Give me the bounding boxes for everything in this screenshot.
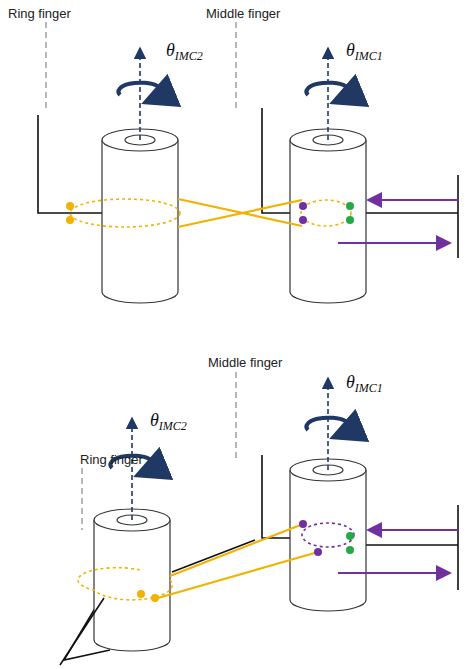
angle-label: θIMC1 — [346, 40, 383, 64]
finger-label: Ring finger — [8, 6, 71, 21]
finger-label: Middle finger — [206, 6, 280, 21]
finger-label: Middle finger — [208, 355, 282, 370]
finger-label: Ring finger — [80, 452, 143, 467]
angle-label: θIMC1 — [346, 372, 383, 396]
angle-label: θIMC2 — [150, 410, 187, 434]
angle-label: θIMC2 — [166, 40, 203, 64]
